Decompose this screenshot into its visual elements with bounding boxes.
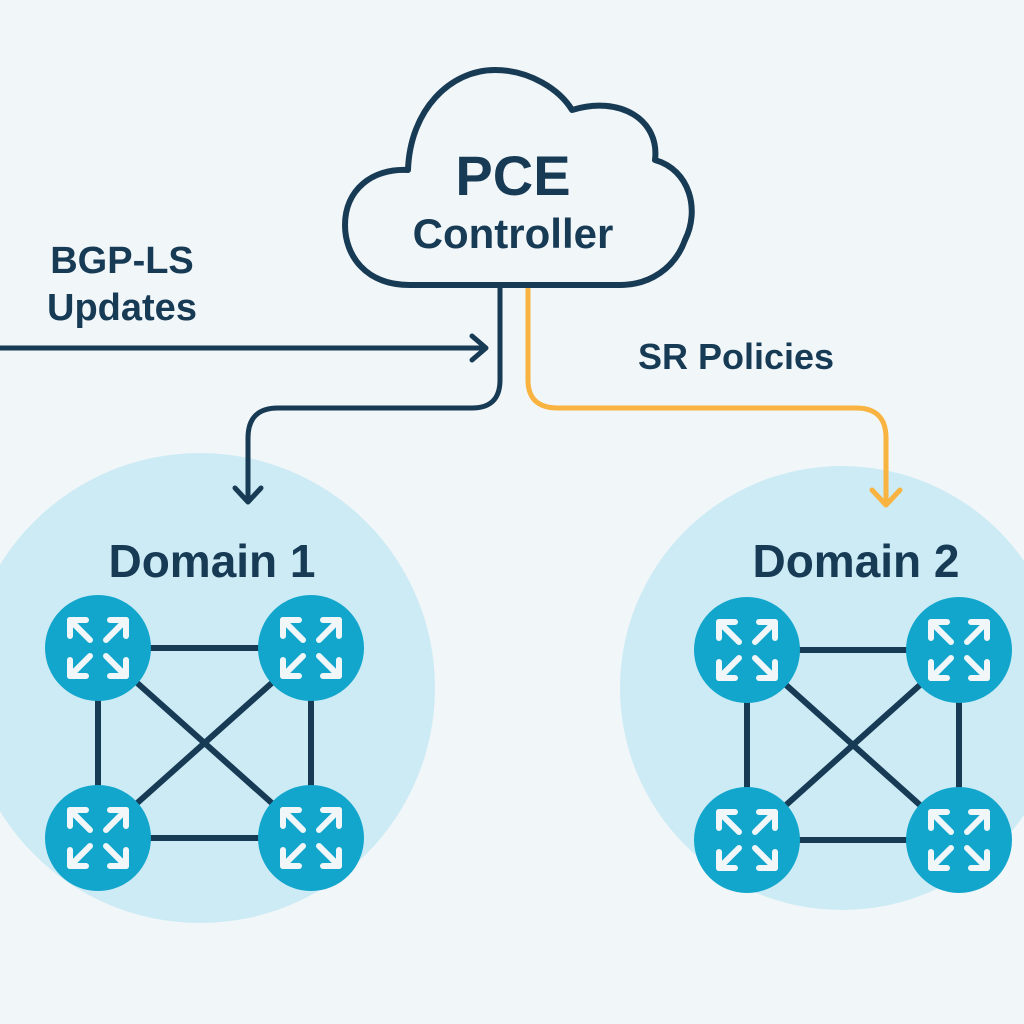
controller-to-domain1-arrow (232, 282, 503, 505)
bgp-ls-label-line1: BGP-LS (50, 240, 194, 282)
sr-policies-label: SR Policies (638, 336, 834, 377)
domain-2-mesh (694, 597, 1012, 893)
cloud-icon (342, 67, 695, 288)
sr-policies-arrow (525, 283, 903, 508)
router-bottom-right[interactable] (906, 787, 1012, 893)
domain-1-mesh (45, 595, 364, 891)
router-top-left[interactable] (45, 595, 151, 701)
controller-title: PCE (455, 144, 570, 207)
router-top-left[interactable] (694, 597, 800, 703)
router-bottom-left[interactable] (694, 787, 800, 893)
router-top-right[interactable] (258, 595, 364, 701)
router-bottom-right[interactable] (258, 785, 364, 891)
router-bottom-left[interactable] (45, 785, 151, 891)
controller-subtitle: Controller (413, 210, 614, 257)
bgp-ls-label-line2: Updates (47, 287, 197, 329)
bgp-ls-arrow (0, 333, 489, 363)
domain-2-label: Domain 2 (752, 535, 959, 587)
router-top-right[interactable] (906, 597, 1012, 703)
domain-1-label: Domain 1 (108, 535, 315, 587)
